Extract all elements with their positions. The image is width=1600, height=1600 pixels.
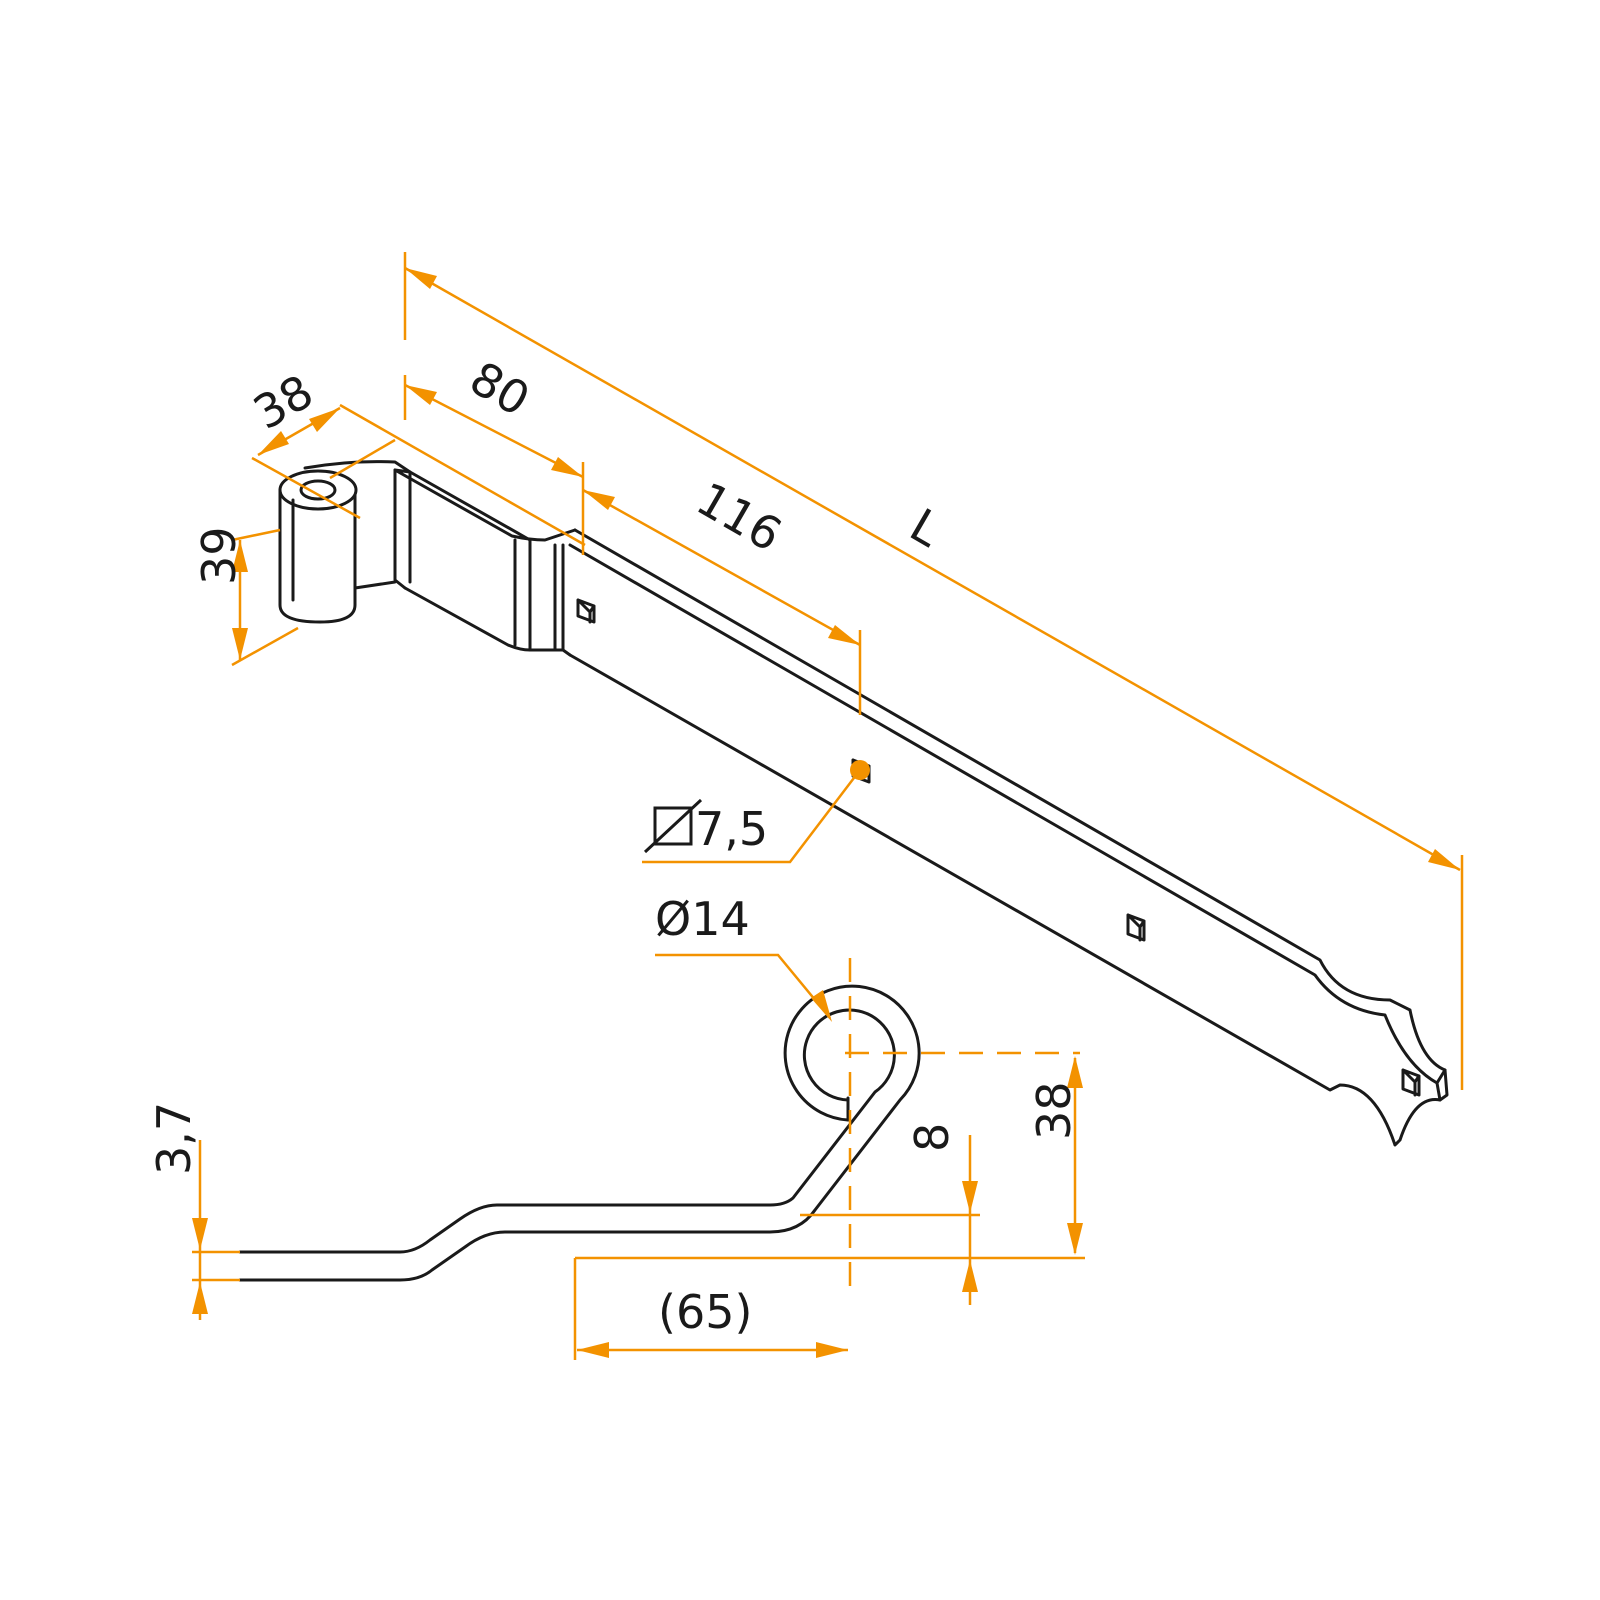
label-offset-step: 8	[905, 1123, 959, 1152]
dim-line-total-length	[404, 266, 1461, 872]
dim-line-second-segment	[582, 488, 861, 647]
square-hole-1	[576, 598, 596, 624]
strap-knuckle-face	[513, 538, 565, 652]
strap-body	[568, 528, 1449, 1147]
hinge-side-profile	[238, 984, 921, 1282]
eye-inner	[238, 1008, 896, 1254]
strap-top-edge	[568, 543, 1439, 1085]
hinge-strap-isometric	[278, 460, 1449, 1147]
label-barrel-width: 38	[244, 364, 322, 440]
label-offset-height: 38	[1027, 1081, 1081, 1140]
label-offset-length: (65)	[658, 1285, 752, 1339]
label-square-hole: 7,5	[695, 802, 768, 856]
barrel-cylinder	[278, 488, 357, 624]
label-total-length: L	[901, 498, 951, 558]
square-symbol	[643, 798, 703, 854]
label-first-segment: 80	[461, 351, 539, 427]
strap-neck	[393, 468, 412, 590]
label-second-segment: 116	[688, 472, 791, 563]
label-barrel-height: 39	[192, 526, 246, 585]
strap-knuckle	[393, 468, 577, 542]
leader-square-hole	[642, 769, 861, 864]
dimension-lines	[192, 252, 1464, 1360]
strap-end-cap	[1435, 1068, 1447, 1102]
dim-line-first-segment	[404, 383, 584, 479]
square-hole-3	[1126, 913, 1146, 942]
label-pin-diameter: Ø14	[655, 892, 750, 946]
strap-neck-bottom	[353, 580, 397, 590]
label-thickness: 3,7	[147, 1102, 201, 1175]
barrel-bore	[299, 479, 337, 501]
square-hole-4	[1401, 1068, 1421, 1097]
eye-outer	[238, 984, 921, 1282]
strap-knuckle-lower	[403, 586, 572, 657]
